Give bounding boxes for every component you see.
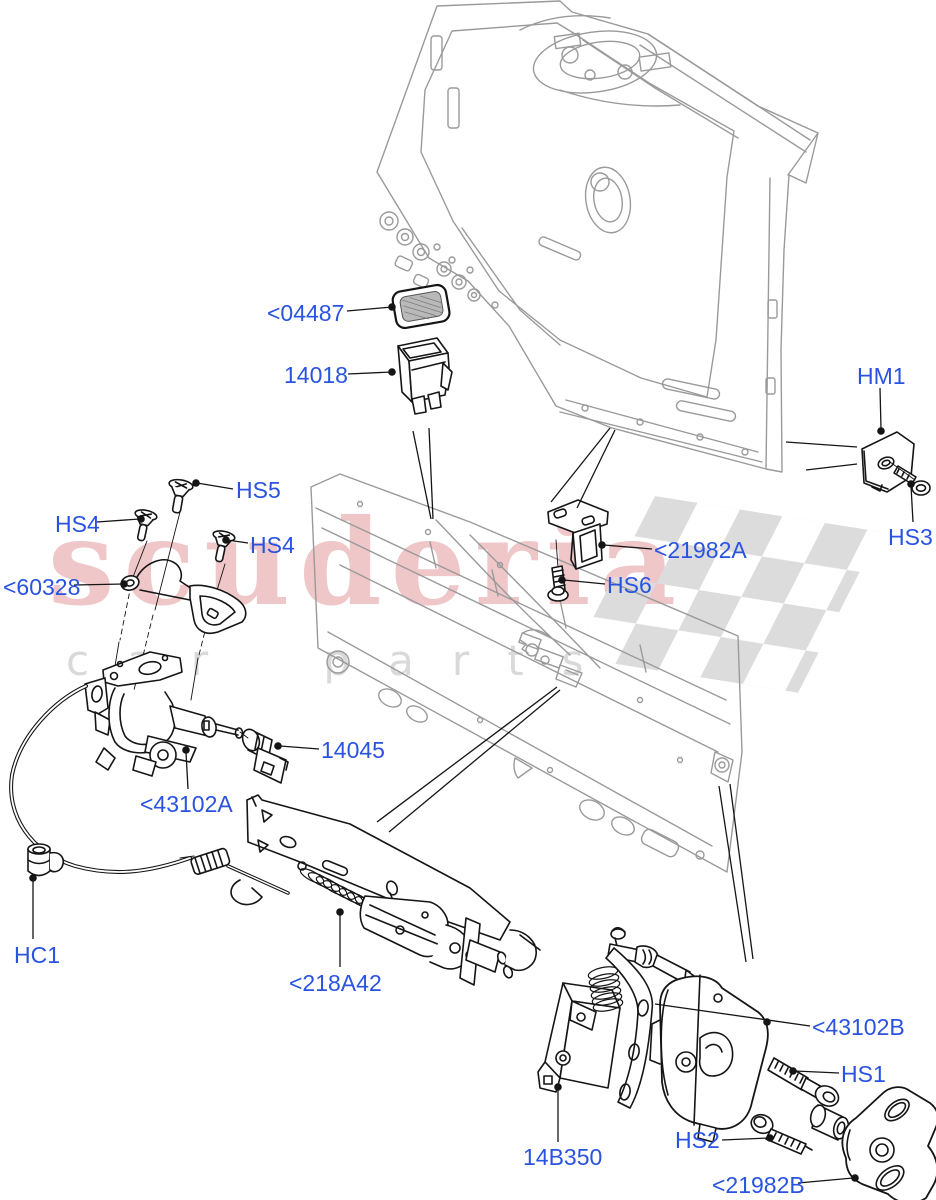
part-label-HC1: HC1	[14, 942, 61, 968]
part-bolt-HS2	[750, 1113, 813, 1155]
part-screw-HS3	[889, 461, 931, 496]
tailgate-inner-panel	[310, 473, 743, 873]
part-label-HS3: HS3	[888, 524, 933, 550]
part-label-HS2: HS2	[675, 1127, 720, 1153]
part-blanking-pad-04487	[391, 283, 451, 330]
part-switch-14018	[397, 337, 453, 415]
part-screw-HS4-right	[212, 530, 236, 563]
part-bracket-60328	[120, 559, 247, 635]
part-sensor-14045	[239, 728, 289, 784]
part-screw-HS4-left	[134, 509, 158, 542]
part-label-14045: 14045	[321, 737, 385, 763]
part-bolt-HS1	[767, 1057, 840, 1107]
part-actuator-218A42	[230, 794, 541, 986]
part-label-218A42: <218A42	[289, 970, 382, 996]
part-bolt-HS6	[547, 565, 569, 602]
part-label-HS1: HS1	[841, 1061, 886, 1087]
part-label-HS4-right: HS4	[250, 532, 295, 558]
part-clip-HC1	[27, 843, 65, 877]
part-bracket-21982A	[547, 499, 609, 570]
part-latch-43102A	[84, 651, 244, 777]
part-label-HS4-left: HS4	[55, 511, 100, 537]
part-label-21982A: <21982A	[654, 537, 747, 563]
part-hinge-plate-21982B	[841, 1086, 936, 1200]
part-striker-HM1	[861, 431, 915, 493]
tailgate-outer-panel	[376, 0, 819, 473]
leader-dots	[29, 303, 915, 1182]
part-label-21982B: <21982B	[712, 1172, 805, 1198]
part-label-43102B: <43102B	[812, 1014, 905, 1040]
part-label-60328: <60328	[3, 574, 81, 600]
checkered-flag-watermark	[572, 496, 881, 693]
part-label-HM1: HM1	[857, 363, 906, 389]
part-label-14B350: 14B350	[523, 1144, 603, 1170]
part-label-HS5: HS5	[236, 477, 281, 503]
leader-lines	[32, 306, 914, 1184]
part-label-14018: 14018	[284, 362, 348, 388]
part-label-04487: <04487	[267, 300, 345, 326]
release-cable	[9, 684, 290, 895]
part-label-HS6: HS6	[607, 572, 652, 598]
part-label-43102A: <43102A	[140, 791, 233, 817]
part-latch-43102B	[649, 974, 769, 1143]
part-screw-HS5	[168, 478, 194, 514]
